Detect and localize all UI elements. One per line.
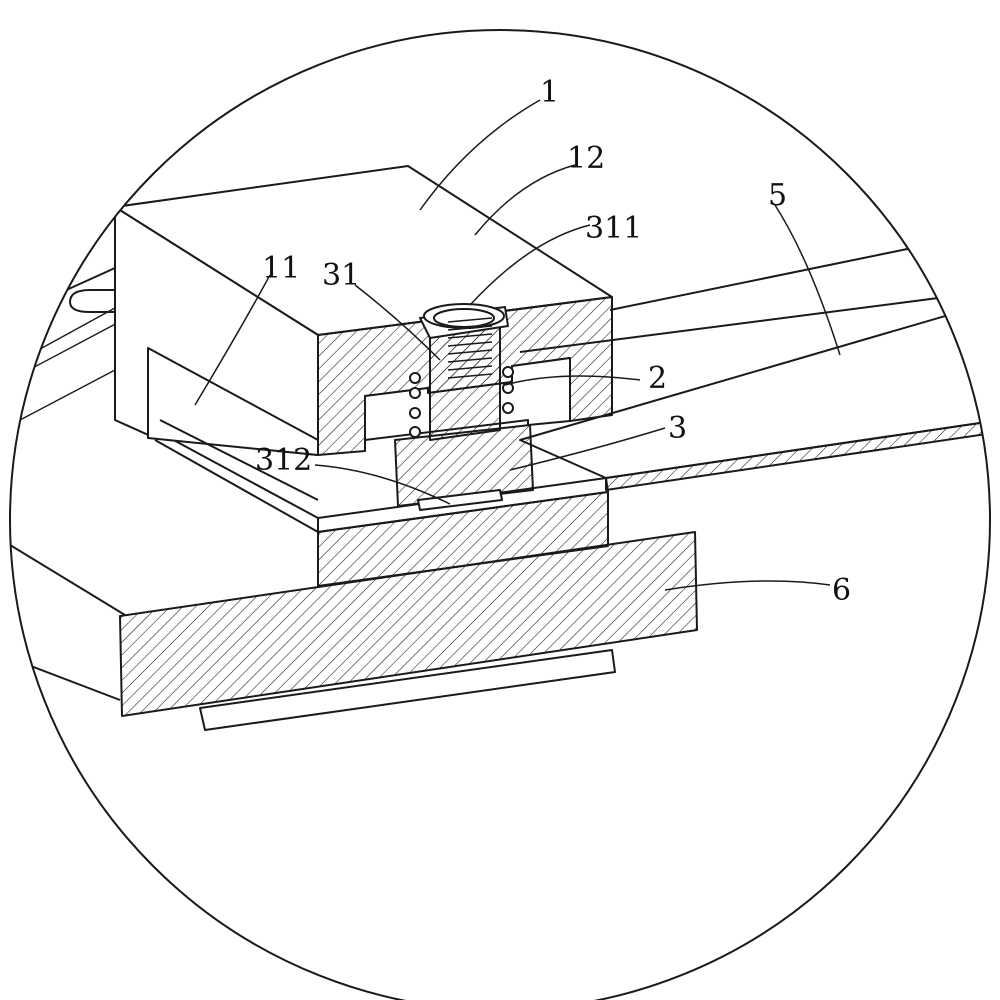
callout-312: 312 <box>255 443 312 478</box>
callout-3: 3 <box>668 411 687 446</box>
callout-31: 31 <box>322 258 360 293</box>
thread-lines <box>447 317 493 379</box>
plunger-3 <box>394 303 534 511</box>
callouts: 1 12 311 5 11 31 2 3 312 6 <box>255 75 851 608</box>
callout-12: 12 <box>567 141 605 176</box>
housing-1 <box>114 165 613 501</box>
callout-311: 311 <box>585 211 642 246</box>
spring-2 <box>409 366 514 438</box>
leader-lines <box>194 99 841 591</box>
callout-5: 5 <box>768 178 787 213</box>
callout-1: 1 <box>540 75 559 110</box>
callout-2: 2 <box>648 361 667 396</box>
callout-11: 11 <box>262 251 300 286</box>
clipped-drawing <box>10 165 990 731</box>
callout-6: 6 <box>832 573 851 608</box>
detail-circle <box>9 29 991 1000</box>
